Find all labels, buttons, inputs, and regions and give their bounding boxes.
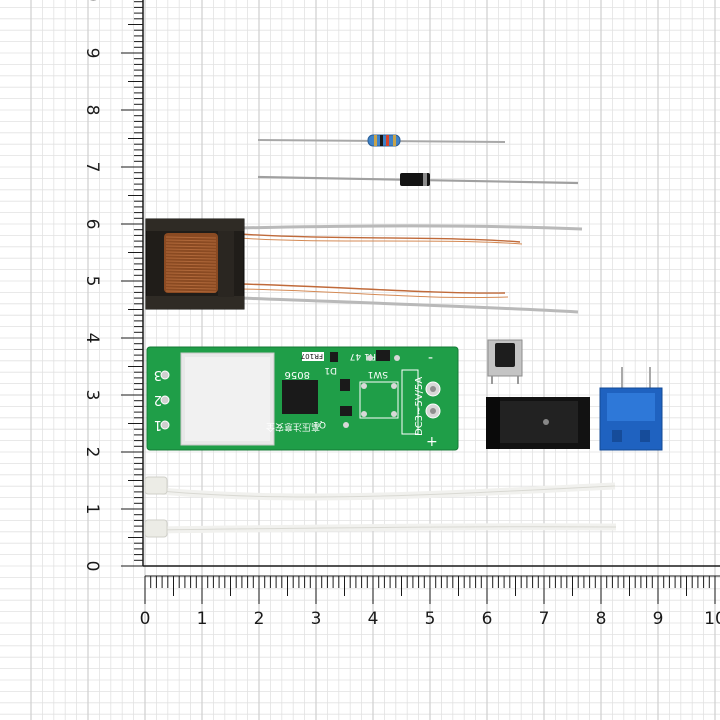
horizontal-ruler-label: 10 [704, 609, 720, 629]
vertical-ruler-label: 0 [82, 561, 102, 572]
high-voltage-transformer [145, 218, 583, 314]
vertical-ruler-label: 6 [82, 219, 102, 230]
pcb-board: 3 2 1 8056 高压注意安全 FR107 D1 R1 47 Q1 SW1 … [146, 346, 459, 451]
pcb-fr107-label: FR107 [301, 352, 323, 360]
vertical-ruler-label: 5 [82, 276, 102, 287]
horizontal-ruler-label: 7 [539, 609, 550, 629]
vertical-ruler-label: 9 [82, 48, 102, 59]
horizontal-ruler-label: 1 [197, 609, 208, 629]
pcb-power-label: DC3~5V/5A [414, 377, 425, 436]
horizontal-ruler-label: 0 [140, 609, 151, 629]
pcb-ic-label: 8056 [285, 369, 310, 380]
pcb-plus-label: + [426, 434, 438, 450]
resistor [257, 134, 506, 147]
horizontal-ruler-label: 4 [368, 609, 379, 629]
vertical-ruler-label: 0 [82, 0, 102, 1]
vertical-ruler-label: 1 [82, 504, 102, 515]
horizontal-ruler-label: 5 [425, 609, 436, 629]
diode [257, 173, 579, 186]
pcb-pin-label: 2 [154, 392, 162, 407]
horizontal-ruler-label: 3 [311, 609, 322, 629]
heatsink [486, 397, 590, 449]
horizontal-ruler: 0 1 2 3 4 5 6 7 8 9 10 [140, 565, 720, 629]
vertical-ruler: 0 1 2 3 4 5 6 7 8 9 0 [82, 0, 144, 572]
tactile-switch [487, 339, 523, 384]
pcb-q1-label: Q1 [313, 419, 326, 429]
vertical-ruler-label: 2 [82, 447, 102, 458]
pcb-d1-label: D1 [324, 365, 337, 375]
blue-potentiometer [599, 367, 663, 451]
cable-tie [144, 519, 617, 538]
vertical-ruler-label: 3 [82, 390, 102, 401]
pcb-sw1-label: SW1 [368, 369, 388, 379]
pcb-r1-label: R1 47 [350, 351, 376, 361]
horizontal-ruler-label: 6 [482, 609, 493, 629]
vertical-ruler-label: 8 [82, 105, 102, 116]
pcb-pin-label: 1 [154, 417, 162, 432]
horizontal-ruler-label: 2 [254, 609, 265, 629]
pcb-minus-label: - [428, 350, 433, 366]
horizontal-ruler-label: 8 [596, 609, 607, 629]
pcb-pin-label: 3 [154, 367, 162, 382]
horizontal-ruler-label: 9 [653, 609, 664, 629]
pcb-warning-text: 高压注意安全 [266, 421, 320, 433]
vertical-ruler-label: 7 [82, 162, 102, 173]
vertical-ruler-label: 4 [82, 333, 102, 344]
cable-tie [144, 476, 616, 501]
